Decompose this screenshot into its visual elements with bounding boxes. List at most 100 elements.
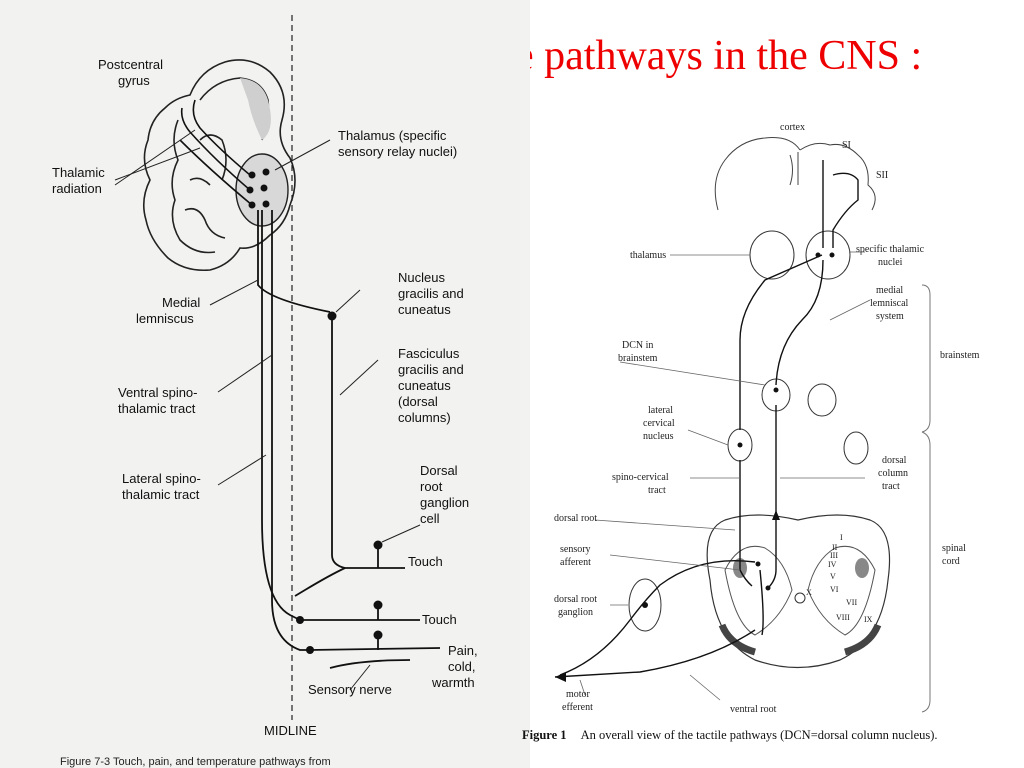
- label-motor-efferent: motor efferent: [562, 689, 593, 713]
- thalamus-line-1: Thalamus (specific: [338, 128, 447, 143]
- pain-line-3: warmth: [431, 675, 475, 690]
- label-specific-thalamic-nuclei: specific thalamic nuclei: [856, 244, 927, 268]
- label-thalamus-right: thalamus: [630, 250, 666, 261]
- nucleus-line-2: gracilis and: [398, 286, 464, 301]
- label-sii: SII: [876, 170, 888, 181]
- caption-label: Figure 1: [522, 728, 567, 742]
- spinal-cord-line-1: spinal: [942, 543, 966, 554]
- drg-cell-line-1: Dorsal: [420, 463, 458, 478]
- medial-lemniscal-line-2: lemniscal: [870, 298, 909, 309]
- label-fasciculus: Fasciculus gracilis and cuneatus (dorsal…: [398, 346, 467, 425]
- region-brackets: [921, 284, 931, 713]
- pain-line-2: cold,: [448, 659, 475, 674]
- drg-cell-line-3: ganglion: [420, 495, 469, 510]
- lamina-viii: VIII: [836, 613, 850, 622]
- left-diagram-canvas: Postcentral gyrus Thalamic radiation Tha…: [52, 15, 481, 738]
- dorsal-column-line-3: tract: [882, 481, 900, 492]
- label-nucleus-gracilis: Nucleus gracilis and cuneatus: [398, 270, 467, 317]
- spino-cervical-line-2: tract: [648, 485, 666, 496]
- drg-line-1: dorsal root: [554, 594, 597, 605]
- left-figure-caption-fragment: Figure 7-3 Touch, pain, and temperature …: [60, 756, 331, 768]
- label-spino-cervical-tract: spino-cervical tract: [612, 472, 671, 496]
- label-pain-cold-warmth: Pain, cold, warmth: [431, 643, 481, 690]
- label-thalamus: Thalamus (specific sensory relay nuclei): [338, 128, 457, 159]
- spinal-cord-line-2: cord: [942, 556, 960, 567]
- fasciculus-line-4: (dorsal: [398, 394, 438, 409]
- medial-lemniscus-line-2: lemniscus: [136, 311, 194, 326]
- lamina-x: X: [806, 588, 812, 597]
- motor-efferent-line-2: efferent: [562, 702, 593, 713]
- label-thalamic-radiation: Thalamic radiation: [52, 165, 108, 196]
- nucleus-line-1: Nucleus: [398, 270, 445, 285]
- label-lateral-cervical-nucleus: lateral cervical nucleus: [643, 405, 677, 442]
- right-cell-bodies: [642, 252, 835, 608]
- drg-line-2: ganglion: [558, 607, 593, 618]
- lamina-iii: III: [830, 551, 838, 560]
- caption-text: An overall view of the tactile pathways …: [580, 728, 938, 742]
- dorsal-column-arrowhead: [772, 510, 780, 520]
- specific-thalamic-line-2: nuclei: [878, 257, 903, 268]
- medial-lemniscus-line-1: Medial: [162, 295, 200, 310]
- thalamic-radiation-line-1: Thalamic: [52, 165, 105, 180]
- label-medial-lemniscus: Medial lemniscus: [136, 295, 204, 326]
- thalamus-left-circle: [749, 230, 795, 280]
- fasciculus-line-2: gracilis and: [398, 362, 464, 377]
- label-dorsal-root: dorsal root: [554, 513, 597, 524]
- ventral-spino-line-2: thalamic tract: [118, 401, 196, 416]
- fasciculus-line-3: cuneatus: [398, 378, 451, 393]
- right-diagram-canvas: cortex SI SII thalamus specific thalamic…: [554, 122, 980, 715]
- motor-efferent-arrowhead: [555, 672, 566, 682]
- laminae-numerals: I II III IV V VI VII VIII IX X: [806, 533, 873, 624]
- fasciculus-line-1: Fasciculus: [398, 346, 460, 361]
- thalamic-radiation-fibers: [179, 99, 253, 206]
- lamina-v: V: [830, 572, 836, 581]
- dorsal-root-ganglion-circle: [628, 578, 662, 632]
- spinal-cord-section: [706, 514, 891, 669]
- label-touch-1: Touch: [408, 554, 443, 569]
- label-ventral-spinothalamic: Ventral spino- thalamic tract: [118, 385, 201, 416]
- label-postcentral-gyrus: Postcentral gyrus: [98, 57, 167, 88]
- lamina-iv: IV: [828, 560, 837, 569]
- lateral-cervical-line-3: nucleus: [643, 431, 674, 442]
- sensory-afferent-line-2: afferent: [560, 557, 591, 568]
- label-sensory-afferent: sensory afferent: [560, 544, 593, 568]
- medial-lemniscal-line-1: medial: [876, 285, 903, 296]
- postcentral-line-1: Postcentral: [98, 57, 163, 72]
- brainstem-right-circle: [807, 383, 837, 417]
- lateral-spino-line-1: Lateral spino-: [122, 471, 201, 486]
- label-dorsal-root-ganglion: dorsal root ganglion: [554, 594, 600, 618]
- lateral-cervical-line-1: lateral: [648, 405, 673, 416]
- cervical-right-circle: [843, 431, 869, 465]
- lateral-spino-line-2: thalamic tract: [122, 487, 200, 502]
- pain-line-1: Pain,: [448, 643, 478, 658]
- postcentral-stipple: [240, 78, 271, 140]
- right-pathway-diagram: cortex SI SII thalamus specific thalamic…: [540, 100, 1024, 768]
- dcn-line-2: brainstem: [618, 353, 658, 364]
- lamina-vii: VII: [846, 598, 857, 607]
- spino-cervical-line-1: spino-cervical: [612, 472, 669, 483]
- label-lateral-spinothalamic: Lateral spino- thalamic tract: [122, 471, 204, 502]
- lateral-cervical-line-2: cervical: [643, 418, 675, 429]
- dcn-line-1: DCN in: [622, 340, 653, 351]
- label-sensory-nerve: Sensory nerve: [308, 682, 392, 697]
- figure-caption: Figure 1 An overall view of the tactile p…: [522, 728, 938, 743]
- label-ventral-root: ventral root: [730, 704, 777, 715]
- dorsal-column-line-1: dorsal: [882, 455, 907, 466]
- label-midline: MIDLINE: [264, 723, 317, 738]
- fasciculus-line-5: columns): [398, 410, 451, 425]
- medial-lemniscal-line-3: system: [876, 311, 904, 322]
- lamina-vi: VI: [830, 585, 839, 594]
- dorsal-column-line-2: column: [878, 468, 908, 479]
- right-pathway-lines: [554, 160, 859, 678]
- label-brainstem-region: brainstem: [940, 350, 980, 361]
- postcentral-line-2: gyrus: [118, 73, 150, 88]
- thalamic-radiation-line-2: radiation: [52, 181, 102, 196]
- label-dorsal-root-ganglion-cell: Dorsal root ganglion cell: [420, 463, 473, 526]
- label-dorsal-column-tract: dorsal column tract: [878, 455, 911, 492]
- left-leader-lines: [114, 129, 421, 691]
- sensory-afferent-line-1: sensory: [560, 544, 591, 555]
- drg-cell-line-4: cell: [420, 511, 440, 526]
- right-leader-lines: [579, 251, 871, 701]
- thalamus-right-circle: [805, 230, 851, 280]
- ventral-spino-line-1: Ventral spino-: [118, 385, 198, 400]
